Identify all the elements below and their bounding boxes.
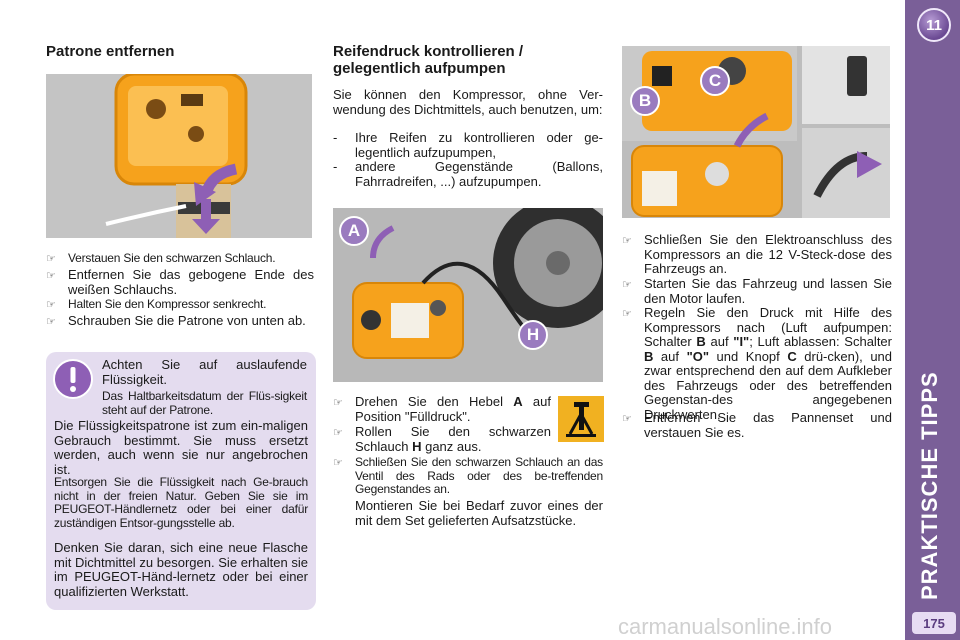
list-item: ☞ Entfernen Sie das Pannenset und versta… <box>622 410 892 440</box>
warning-text: Achten Sie auf auslaufende Flüssigkeit. <box>102 357 307 387</box>
list-item: - andere Gegenstände (Ballons, Fahrradre… <box>333 159 603 189</box>
list-item: ☞ Verstauen Sie den schwarzen Schlauch. <box>46 251 276 265</box>
label-h: H <box>518 320 548 350</box>
body-text: Montieren Sie bei Bedarf zuvor eines der… <box>355 498 603 528</box>
warning-text: Das Haltbarkeitsdatum der Flüs-sigkeit s… <box>102 389 307 417</box>
warning-text: Entsorgen Sie die Flüssigkeit nach Ge-br… <box>54 475 308 530</box>
warning-icon <box>53 359 93 399</box>
compressor-tire-illustration <box>333 208 603 382</box>
list-item: ☞ Entfernen Sie das gebogene Ende des we… <box>46 267 314 297</box>
section-title-reifendruck: Reifendruck kontrollieren / gelegentlich… <box>333 43 524 77</box>
hand-pointer-icon: ☞ <box>622 413 632 425</box>
chapter-sidebar <box>905 0 960 640</box>
list-item: ☞ Regeln Sie den Druck mit Hilfe des Kom… <box>622 305 893 422</box>
list-item: - Ihre Reifen zu kontrollieren oder ge-l… <box>333 130 603 160</box>
list-item: ☞ Rollen Sie den schwarzen Schlauch H ga… <box>333 424 551 454</box>
list-item: ☞ Schließen Sie den schwarzen Schlauch a… <box>333 455 603 496</box>
list-item: ☞ Schließen Sie den Elektroanschluss des… <box>622 232 892 276</box>
hand-pointer-icon: ☞ <box>622 279 632 291</box>
compressor-controls-image: B C <box>622 46 890 218</box>
watermark: carmanualsonline.info <box>618 614 833 639</box>
intro-text: Sie können den Kompressor, ohne Ver-wend… <box>333 87 603 117</box>
hand-pointer-icon: ☞ <box>46 253 56 265</box>
chapter-title: PRAKTISCHE TIPPS <box>917 371 942 600</box>
list-item: ☞ Drehen Sie den Hebel A auf Position "F… <box>333 394 552 424</box>
list-item: ☞ Starten Sie das Fahrzeug und lassen Si… <box>622 276 892 306</box>
warning-text: Denken Sie daran, sich eine neue Flasche… <box>54 540 308 599</box>
warning-text: Die Flüssigkeitspatrone ist zum ein-mali… <box>54 418 308 477</box>
cartridge-removal-image <box>46 74 312 238</box>
chapter-number-badge: 11 <box>917 8 951 42</box>
list-item: ☞ Halten Sie den Kompressor senkrecht. <box>46 297 267 311</box>
lever-pictogram-icon <box>558 396 604 442</box>
hand-pointer-icon: ☞ <box>622 308 632 320</box>
hand-pointer-icon: ☞ <box>333 457 343 469</box>
list-item: ☞ Schrauben Sie die Patrone von unten ab… <box>46 313 306 328</box>
compressor-controls-illustration <box>622 46 890 218</box>
label-a: A <box>339 216 369 246</box>
hand-pointer-icon: ☞ <box>46 270 56 282</box>
hand-pointer-icon: ☞ <box>46 316 56 328</box>
cartridge-illustration <box>46 74 312 238</box>
hand-pointer-icon: ☞ <box>46 299 56 311</box>
section-title-patrone: Patrone entfernen <box>46 43 175 60</box>
label-c: C <box>700 66 730 96</box>
page-number: 175 <box>912 612 956 634</box>
compressor-tire-image: A H <box>333 208 603 382</box>
warning-box: Achten Sie auf auslaufende Flüssigkeit. … <box>46 352 316 610</box>
hand-pointer-icon: ☞ <box>333 397 343 409</box>
hand-pointer-icon: ☞ <box>622 235 632 247</box>
hand-pointer-icon: ☞ <box>333 427 343 439</box>
label-b: B <box>630 86 660 116</box>
